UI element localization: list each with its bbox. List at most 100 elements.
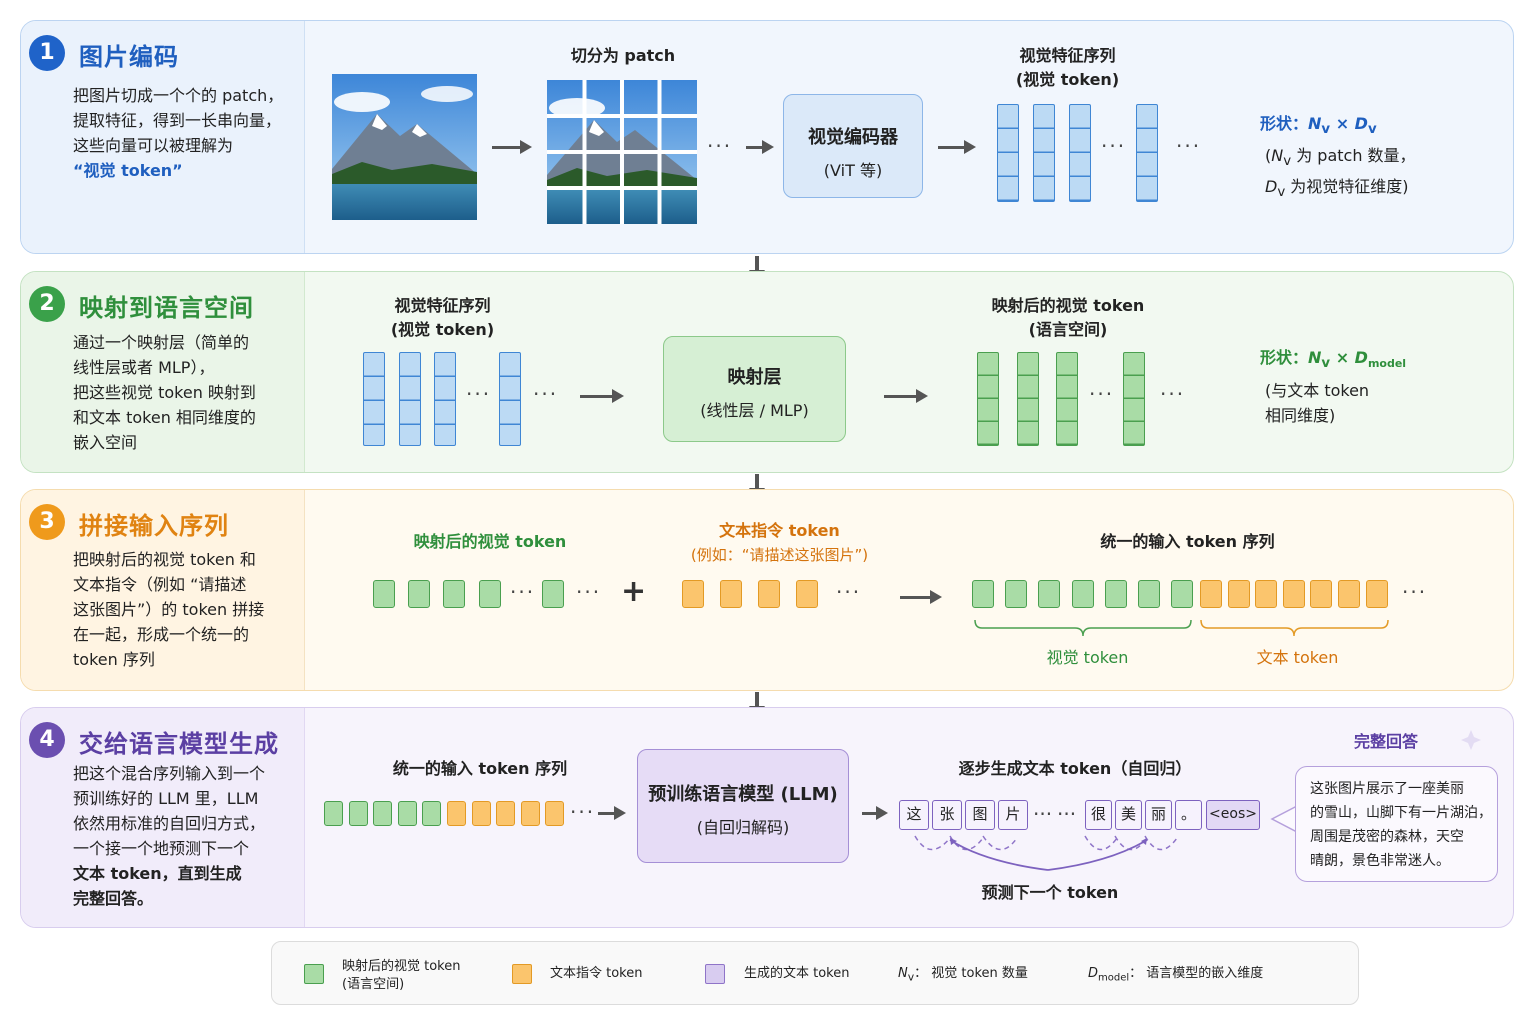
patched-image <box>547 80 697 224</box>
step-number: 4 <box>29 722 65 758</box>
visual-token <box>1038 580 1061 608</box>
arrow-right <box>862 806 888 820</box>
panel-title: 交给语言模型生成 <box>79 730 279 758</box>
mapped-token-column <box>1123 352 1145 446</box>
generated-token: 很 <box>1085 800 1112 830</box>
arrow-right <box>598 806 626 820</box>
generated-token: 张 <box>932 800 962 830</box>
seq-label-line: 视觉特征序列 <box>1019 46 1116 65</box>
legend-green-swatch <box>304 964 324 984</box>
answer-line: 这张图片展示了一座美丽 <box>1310 781 1464 797</box>
eos-token: <eos> <box>1206 800 1260 830</box>
llm-box: 预训练语言模型 (LLM) (自回归解码) <box>637 749 849 863</box>
answer-line: 晴朗，景色非常迷人。 <box>1310 853 1450 869</box>
panel-title: 拼接输入序列 <box>79 512 229 540</box>
shape-note: (与文本 token 相同维度) <box>1265 381 1370 425</box>
arrow-right <box>938 140 976 154</box>
visual-token <box>1104 580 1127 608</box>
arrow-right <box>884 389 928 403</box>
visual-token <box>443 580 465 608</box>
desc-line: 依然用标准的自回归方式， <box>73 814 266 833</box>
plus-sign: + <box>621 574 647 609</box>
visual-token <box>1071 580 1094 608</box>
visual-token <box>542 580 564 608</box>
visual-token <box>373 801 393 826</box>
legend-green-label: 映射后的视觉 token (语言空间) <box>342 959 461 992</box>
desc-line: 把映射后的视觉 token 和 <box>73 550 256 569</box>
legend-orange-swatch <box>512 964 532 984</box>
visual-token <box>422 801 442 826</box>
generated-token: 。 <box>1175 800 1202 830</box>
text-token <box>1255 580 1278 608</box>
visual-token <box>1138 580 1160 608</box>
projection-title: 映射层 <box>727 367 782 388</box>
text-token <box>1227 580 1250 608</box>
text-token <box>1282 580 1305 608</box>
panel-description: 通过一个映射层（简单的 线性层或者 MLP）， 把这些视觉 token 映射到 … <box>73 330 299 455</box>
mapped-token-column <box>977 352 999 446</box>
arrow-right <box>746 140 774 154</box>
legend-nv: Nv： 视觉 token 数量 <box>898 966 1028 984</box>
legend-dmodel: Dmodel： 语言模型的嵌入维度 <box>1088 966 1264 984</box>
panel-description: 把图片切成一个个的 patch， 提取特征，得到一长串向量， 这些向量可以被理解… <box>73 83 299 183</box>
desc-line: 线性层或者 MLP）， <box>73 358 215 377</box>
arrow-down <box>749 474 765 500</box>
arrow-right <box>900 590 942 604</box>
text-instruction-label: 文本指令 token (例如：“请描述这张图片”) <box>690 521 869 564</box>
legend-purple-label: 生成的文本 token <box>744 966 850 981</box>
visual-token-column <box>434 352 456 446</box>
panel-title: 图片编码 <box>79 43 179 71</box>
mapped-visual-label: 映射后的视觉 token <box>413 532 567 551</box>
generation-label: 逐步生成文本 token（自回归） <box>958 759 1192 778</box>
label-line: 视觉特征序列 <box>394 296 491 315</box>
legend-purple-swatch <box>705 964 725 984</box>
visual-token <box>324 801 343 826</box>
label-line: (视觉 token) <box>390 320 495 339</box>
text-token <box>471 801 491 826</box>
input-seq-label: 视觉特征序列 (视觉 token) <box>370 294 515 342</box>
step-number: 2 <box>29 286 65 322</box>
text-token <box>796 580 818 608</box>
visual-token <box>397 801 417 826</box>
output-seq-label: 映射后的视觉 token (语言空间) <box>983 294 1153 342</box>
desc-line: 预训练好的 LLM 里，LLM <box>73 789 259 808</box>
text-token <box>447 801 466 826</box>
desc-line: 这些向量可以被理解为 <box>73 136 234 155</box>
visual-token <box>348 801 368 826</box>
mountain-lake-image <box>332 74 477 220</box>
visual-token <box>1171 580 1194 608</box>
text-token-brace-label: 文本 token <box>1256 648 1339 667</box>
visual-token-column <box>399 352 421 446</box>
text-token <box>682 580 704 608</box>
ellipsis: ··· <box>1101 134 1127 158</box>
bubble-pointer <box>1270 804 1298 834</box>
predict-next-label: 预测下一个 token <box>981 883 1119 902</box>
desc-line: 通过一个映射层（简单的 <box>73 333 250 352</box>
encoder-subtitle: (ViT 等) <box>823 161 883 180</box>
seq-label-line: (视觉 token) <box>1015 70 1120 89</box>
visual-token-column <box>1136 104 1158 202</box>
desc-line: 和文本 token 相同维度的 <box>73 408 256 427</box>
llm-input-label: 统一的输入 token 序列 <box>392 759 568 778</box>
desc-line: 完整回答。 <box>73 889 154 908</box>
panel-4-sidebar: 4 交给语言模型生成 把这个混合序列输入到一个 预训练好的 LLM 里，LLM … <box>21 708 305 927</box>
ellipsis: ··· <box>533 382 559 406</box>
patch-label: 切分为 patch <box>570 46 676 65</box>
legend-orange-label: 文本指令 token <box>550 966 643 981</box>
ellipsis: ··· <box>1402 580 1428 604</box>
panel-2-sidebar: 2 映射到语言空间 通过一个映射层（简单的 线性层或者 MLP）， 把这些视觉 … <box>21 272 305 472</box>
visual-token-column <box>1033 104 1055 202</box>
text-token <box>1200 580 1222 608</box>
step-number: 1 <box>29 35 65 71</box>
visual-token-brace-label: 视觉 token <box>1046 648 1129 667</box>
text-token <box>1338 580 1360 608</box>
sparkle-icon <box>1461 730 1481 750</box>
text-token <box>520 801 540 826</box>
projection-layer-box: 映射层 (线性层 / MLP) <box>663 336 846 442</box>
desc-line: 一个接一个地预测下一个 <box>73 839 250 858</box>
ellipsis: ··· <box>1176 134 1202 158</box>
text-token <box>758 580 780 608</box>
llm-subtitle: (自回归解码) <box>696 818 790 837</box>
visual-token <box>972 580 994 608</box>
answer-title: 完整回答 <box>1354 732 1419 751</box>
